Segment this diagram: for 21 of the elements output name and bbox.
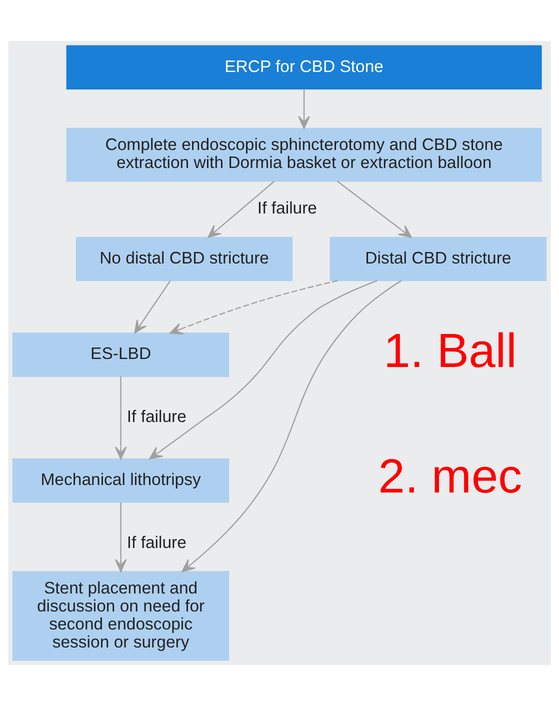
arrow (208, 180, 275, 238)
node-box: ERCP for CBD Stone (66, 45, 542, 90)
arrow (170, 280, 338, 334)
arrow (149, 280, 378, 460)
node-box: Distal CBD stricture (330, 236, 547, 282)
arrow (298, 89, 310, 129)
node-box: No distal CBD stricture (76, 236, 293, 282)
arrow (114, 502, 127, 572)
arrow (182, 280, 402, 572)
node-box: ES-LBD (12, 332, 230, 377)
arrow (134, 280, 171, 334)
label: 1. Ball (384, 324, 517, 378)
edge-label: If failure (126, 532, 186, 552)
label: 2. mec (378, 450, 522, 504)
node-box: Mechanical lithotripsy (12, 458, 230, 503)
node-box: Stent placement and discussion on need for second endoscopic session or surgery (12, 570, 230, 661)
node-box: Complete endoscopic sphincterotomy and CBD stone extraction with Dormia basket or extraction balloon (66, 128, 542, 182)
edge-label: If failure (257, 198, 318, 218)
arrow (114, 376, 127, 460)
edge-label: If failure (126, 407, 186, 426)
arrow (336, 180, 412, 238)
